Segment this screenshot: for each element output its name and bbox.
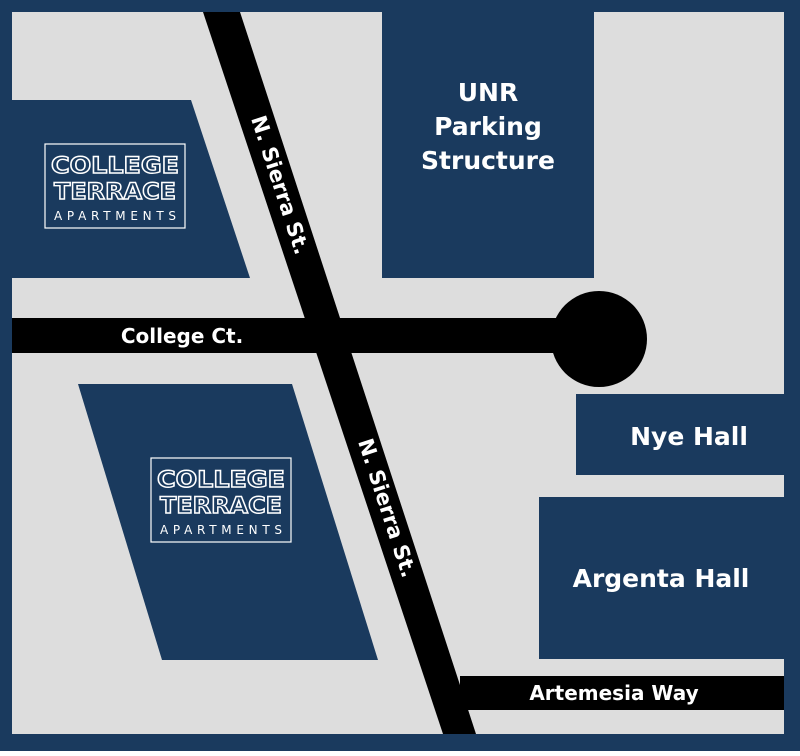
- logo-terrace-text: TERRACE: [160, 494, 282, 519]
- unr-parking-structure-block: [382, 12, 594, 278]
- logo-terrace-text: TERRACE: [54, 180, 176, 205]
- artemesia-way-road: [460, 676, 784, 710]
- college-terrace-logo: COLLEGE TERRACE APARTMENTS: [150, 457, 292, 543]
- artemesia-way-label: Artemesia Way: [529, 681, 698, 705]
- nye-hall-block: [576, 394, 784, 475]
- logo-apartments-text: APARTMENTS: [54, 209, 176, 223]
- logo-college-text: COLLEGE: [51, 154, 179, 179]
- nye-hall-label: Nye Hall: [630, 422, 748, 451]
- n-sierra-st-road: [203, 12, 476, 734]
- college-terrace-logo: COLLEGE TERRACE APARTMENTS: [44, 143, 186, 229]
- unr-parking-label-line3: Structure: [421, 146, 555, 175]
- argenta-hall-block: [539, 497, 784, 659]
- college-ct-label: College Ct.: [121, 324, 243, 348]
- college-ct-cul-de-sac: [551, 291, 647, 387]
- unr-parking-label-line2: Parking: [434, 112, 542, 141]
- college-terrace-south-block: [78, 384, 378, 660]
- logo-border: [150, 457, 292, 543]
- unr-parking-label-line1: UNR: [458, 78, 518, 107]
- logo-apartments-text: APARTMENTS: [160, 523, 282, 537]
- logo-college-text: COLLEGE: [157, 468, 285, 493]
- logo-border: [44, 143, 186, 229]
- argenta-hall-label: Argenta Hall: [573, 564, 750, 593]
